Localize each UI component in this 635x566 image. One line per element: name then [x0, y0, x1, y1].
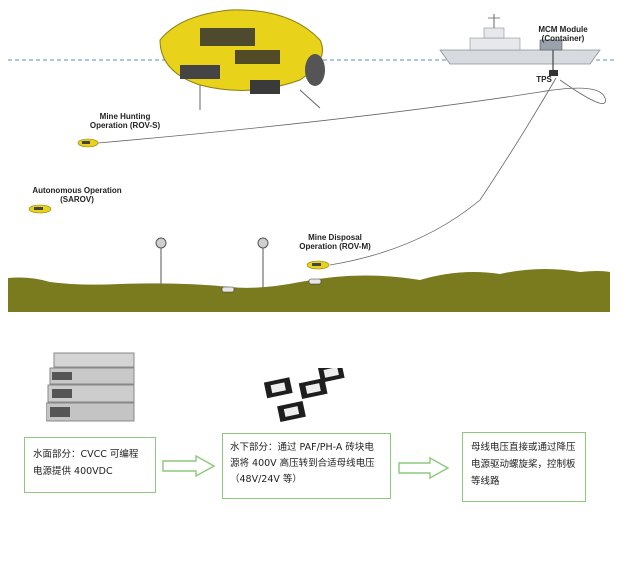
- mine-disposal-label-line2: Operation (ROV-M): [299, 242, 371, 251]
- tether-cable-rov-m: [329, 77, 557, 266]
- bus-drive-box: 母线电压直接或通过降压电源驱动螺旋桨，控制板等线路: [462, 432, 586, 502]
- arrow-right-icon-2: [398, 457, 450, 479]
- arrow-right-icon-1: [162, 455, 216, 477]
- mcm-operation-scene: [8, 9, 615, 312]
- seabed: [8, 268, 610, 312]
- mcm-module-label: MCM Module (Container): [528, 25, 598, 43]
- mcm-module-label-line1: MCM Module: [538, 25, 588, 34]
- mcm-module-label-line2: (Container): [541, 34, 585, 43]
- tps-label: TPS: [536, 75, 552, 84]
- sarov-vehicle-icon: [28, 204, 52, 214]
- subsea-conversion-text: 水下部分：通过 PAF/PH-A 砖块电源将 400V 高压转到合适母线电压（4…: [230, 442, 375, 485]
- mine-disposal-label-line1: Mine Disposal: [308, 233, 362, 242]
- rov-m-vehicle-icon: [306, 260, 330, 270]
- subsea-conversion-box: 水下部分：通过 PAF/PH-A 砖块电源将 400V 高压转到合适母线电压（4…: [222, 433, 391, 499]
- tether-cable-rov-s: [97, 79, 606, 144]
- autonomous-label-line2: (SAROV): [60, 195, 94, 204]
- bus-drive-text: 母线电压直接或通过降压电源驱动螺旋桨，控制板等线路: [471, 442, 576, 487]
- cvcc-power-supply-image: [46, 352, 135, 422]
- moored-mine-1-icon: [155, 237, 167, 290]
- ship-icon: [439, 14, 601, 76]
- mine-disposal-label: Mine Disposal Operation (ROV-M): [290, 233, 380, 251]
- moored-mine-2-icon: [257, 237, 269, 288]
- autonomous-operation-label: Autonomous Operation (SAROV): [22, 186, 132, 204]
- surface-power-box: 水面部分：CVCC 可编程电源提供 400VDC: [24, 437, 156, 493]
- surface-power-text: 水面部分：CVCC 可编程电源提供 400VDC: [33, 449, 139, 477]
- mine-hunting-label: Mine Hunting Operation (ROV-S): [80, 112, 170, 130]
- bottom-mine-1-icon: [221, 286, 235, 293]
- brick-power-modules-image: [263, 368, 345, 423]
- mine-hunting-label-line1: Mine Hunting: [99, 112, 151, 121]
- bottom-mine-2-icon: [308, 278, 322, 285]
- rov-s-vehicle-icon: [77, 138, 99, 148]
- rov-vehicle-icon: [159, 9, 325, 110]
- mine-hunting-label-line2: Operation (ROV-S): [89, 121, 161, 130]
- autonomous-label-line1: Autonomous Operation: [32, 186, 122, 195]
